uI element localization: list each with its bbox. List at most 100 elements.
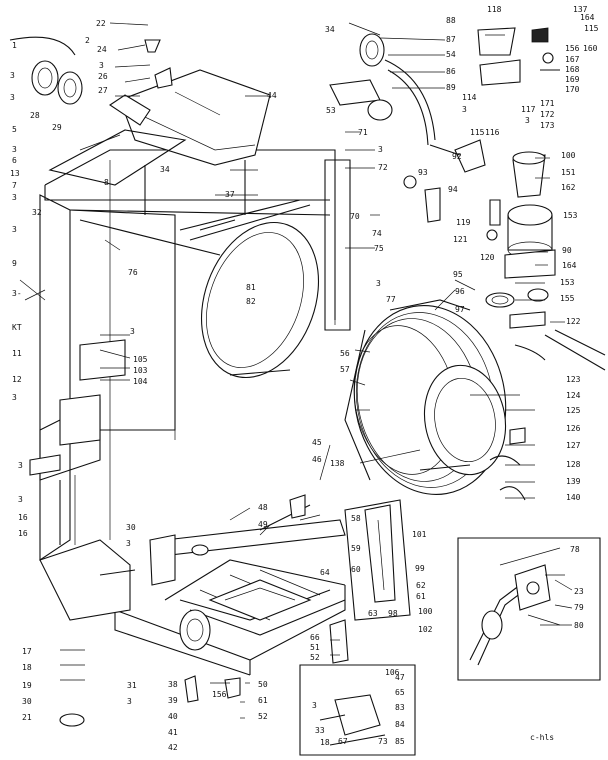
label-115: 115 — [584, 24, 599, 33]
label-81: 81 — [246, 283, 256, 292]
label-47: 47 — [395, 673, 405, 682]
label-1: 1 — [12, 41, 17, 50]
label-3d: 3 — [12, 145, 17, 154]
label-160: 160 — [583, 44, 598, 53]
label-82: 82 — [246, 297, 256, 306]
label-46: 46 — [312, 455, 322, 464]
label-137: 137 — [573, 5, 588, 14]
label-104: 104 — [133, 377, 148, 386]
label-50: 50 — [258, 680, 268, 689]
label-3p: 3 — [126, 539, 131, 548]
label-171: 171 — [540, 99, 555, 108]
label-116: 116 — [485, 128, 500, 137]
label-3b: 3 — [10, 71, 15, 80]
label-70: 70 — [350, 212, 360, 221]
label-86: 86 — [446, 67, 456, 76]
label-31: 31 — [127, 681, 137, 690]
label-3l: 3 — [378, 145, 383, 154]
label-87: 87 — [446, 35, 456, 44]
drum-assembly — [344, 299, 507, 496]
label-120: 120 — [480, 253, 495, 262]
label-94: 94 — [448, 185, 458, 194]
label-12: 12 — [12, 375, 22, 384]
label-164: 164 — [580, 13, 595, 22]
label-124: 124 — [566, 391, 581, 400]
label-49: 49 — [258, 520, 268, 529]
label-170: 170 — [565, 85, 580, 94]
label-125: 125 — [566, 406, 581, 415]
label-52b: 52 — [258, 712, 268, 721]
label-172: 172 — [540, 110, 555, 119]
label-84: 84 — [395, 720, 405, 729]
label-3q: 3 — [312, 701, 317, 710]
label-34: 34 — [160, 165, 170, 174]
label-100b: 100 — [418, 607, 433, 616]
label-41: 41 — [168, 728, 178, 737]
label-83: 83 — [395, 703, 405, 712]
label-162: 162 — [561, 183, 576, 192]
label-kt: KT — [12, 323, 22, 332]
leader-lines — [99, 22, 573, 719]
label-123: 123 — [566, 375, 581, 384]
label-57: 57 — [340, 365, 350, 374]
label-100: 100 — [561, 151, 576, 160]
label-101: 101 — [412, 530, 427, 539]
label-3k: 3 — [130, 327, 135, 336]
label-48: 48 — [258, 503, 268, 512]
label-139: 139 — [566, 477, 581, 486]
label-169: 169 — [565, 75, 580, 84]
label-37: 37 — [225, 190, 235, 199]
label-3o: 3 — [525, 116, 530, 125]
label-3h: 3 — [18, 461, 23, 470]
exhaust-duct — [329, 33, 486, 173]
label-115b: 115 — [470, 128, 485, 137]
label-3i: 3 — [18, 495, 23, 504]
label-29: 29 — [52, 123, 62, 132]
label-71: 71 — [358, 128, 368, 137]
label-44: 44 — [267, 91, 277, 100]
corner-code: c-hls — [530, 733, 554, 742]
label-16b: 16 — [18, 529, 28, 538]
label-23: 23 — [574, 587, 584, 596]
right-small-parts — [403, 175, 606, 501]
label-21: 21 — [22, 713, 32, 722]
door-switch-inset — [344, 499, 411, 621]
label-22: 22 — [96, 19, 106, 28]
label-75: 75 — [374, 244, 384, 253]
label-62: 62 — [416, 581, 426, 590]
label-27: 27 — [98, 86, 108, 95]
label-74: 74 — [372, 229, 382, 238]
label-38: 38 — [168, 680, 178, 689]
label-167: 167 — [565, 55, 580, 64]
label-2: 2 — [85, 36, 90, 45]
label-30b: 30 — [22, 697, 32, 706]
label-16a: 16 — [18, 513, 28, 522]
label-128: 128 — [566, 460, 581, 469]
label-78: 78 — [570, 545, 580, 554]
label-122: 122 — [566, 317, 581, 326]
label-3j: 3 — [127, 697, 132, 706]
label-65: 65 — [395, 688, 405, 697]
label-121: 121 — [453, 235, 468, 244]
label-18: 18 — [22, 663, 32, 672]
label-93: 93 — [418, 168, 428, 177]
label-118: 118 — [487, 5, 502, 14]
label-40: 40 — [168, 712, 178, 721]
label-72: 72 — [378, 163, 388, 172]
label-52: 52 — [310, 653, 320, 662]
label-76: 76 — [128, 268, 138, 277]
label-102: 102 — [418, 625, 433, 634]
label-67: 67 — [338, 737, 348, 746]
label-156: 156 — [565, 44, 580, 53]
label-63: 63 — [368, 609, 378, 618]
label-99: 99 — [415, 564, 425, 573]
label-88: 88 — [446, 16, 456, 25]
timer-controls — [477, 27, 560, 86]
label-9: 9 — [12, 259, 17, 268]
label-6: 6 — [12, 156, 17, 165]
label-66: 66 — [310, 633, 320, 642]
label-33: 33 — [315, 726, 325, 735]
label-8: 8 — [104, 178, 109, 187]
label-155: 155 — [560, 294, 575, 303]
